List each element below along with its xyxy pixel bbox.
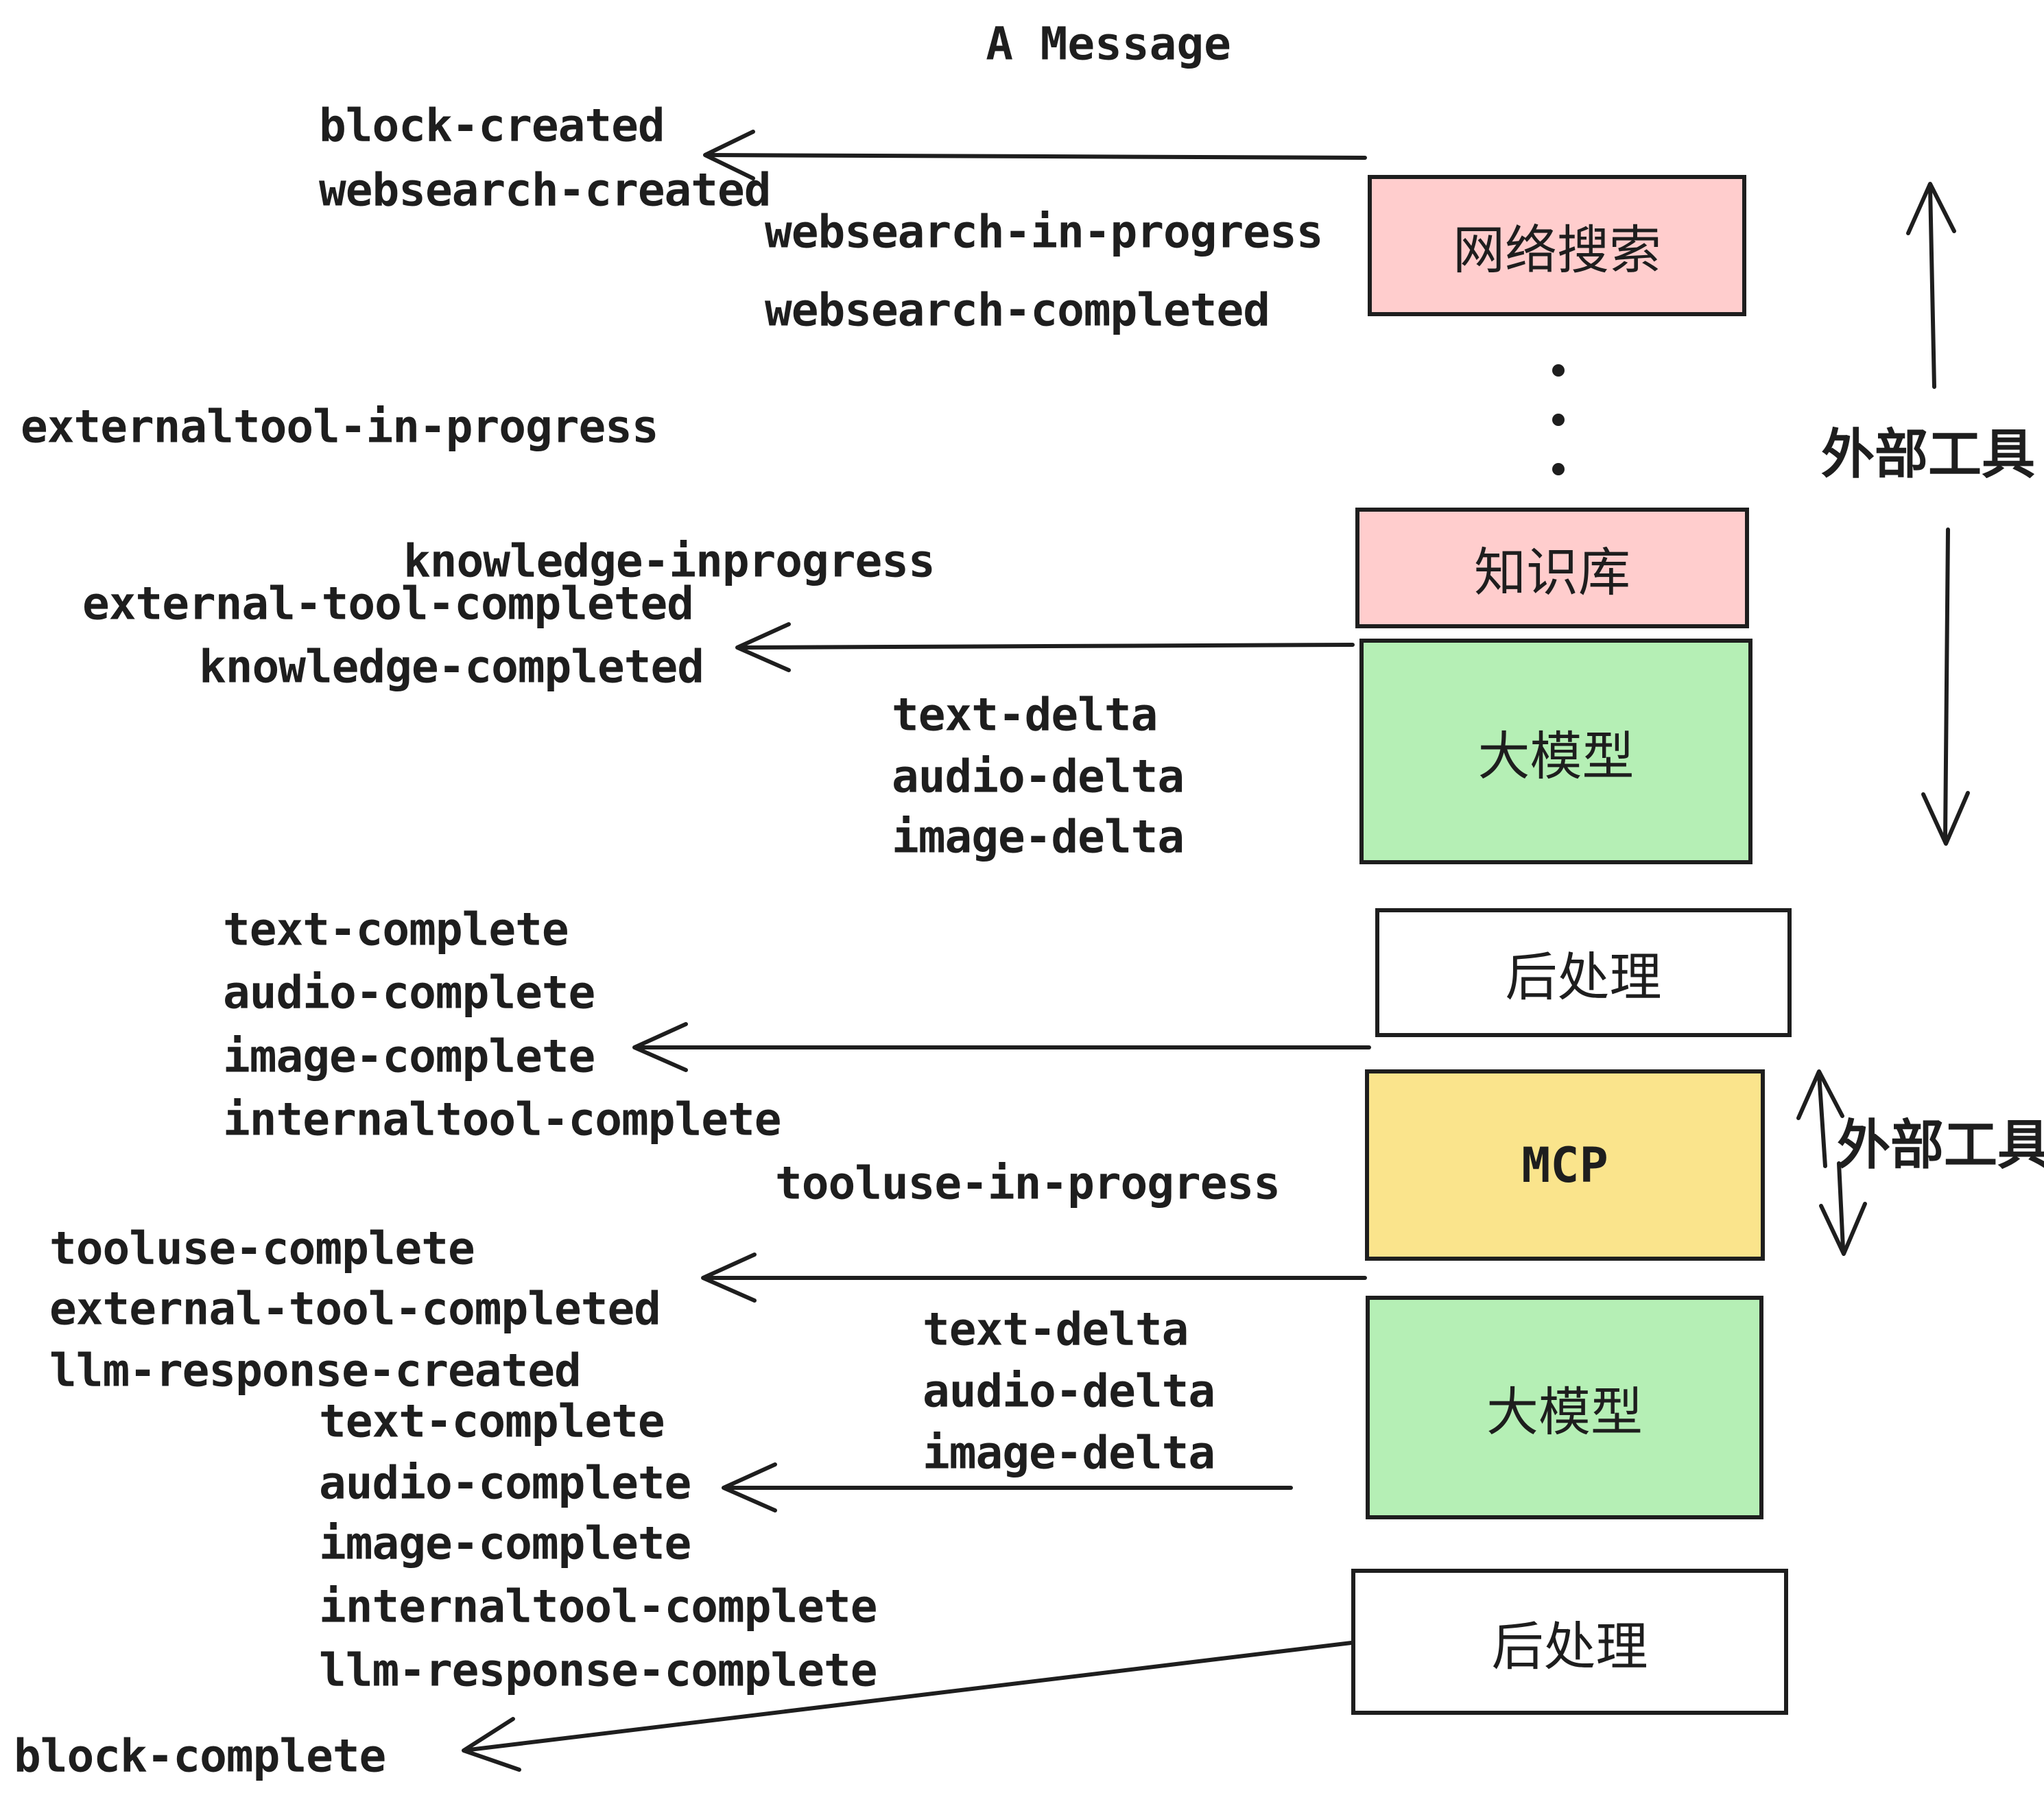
llm-box-label: 大模型 [1477,725,1635,787]
diagram-title: A Message [986,17,1231,71]
event-label-knowledge-inprogress: knowledge-inprogress [403,534,936,588]
event-label-image-complete: image-complete [223,1030,595,1083]
postprocess-box-label: 后处理 [1505,947,1662,1008]
postprocess-box-2-label: 后处理 [1491,1615,1648,1677]
arrow-to-knowledge-completed-icon [735,622,1355,672]
event-label-tooluse-complete: tooluse-complete [49,1222,475,1275]
event-label-llm-response-created: llm-response-created [49,1344,582,1397]
event-label-audio-delta-2: audio-delta [923,1364,1215,1418]
external-tools2-up-arrow-icon [1796,1069,1844,1168]
llm-box-2: 大模型 [1366,1296,1763,1519]
event-label-external-tool-completed: external-tool-completed [82,577,694,630]
external-tools-annotation: 外部工具 [1821,424,2036,486]
event-label-internaltool-complete-2: internaltool-complete [319,1580,877,1633]
event-label-websearch-in-progress: websearch-in-progress [765,205,1323,259]
mcp-box-label: MCP [1521,1137,1608,1194]
event-label-audio-delta: audio-delta [892,750,1185,803]
postprocess-box: 后处理 [1375,908,1792,1037]
event-label-image-delta: image-delta [892,810,1185,864]
event-label-internaltool-complete: internaltool-complete [223,1093,781,1146]
event-label-image-delta-2: image-delta [923,1426,1215,1480]
event-label-externaltool-in-progress: externaltool-in-progress [21,400,659,453]
external-tools-annotation-2: 外部工具 [1837,1115,2044,1176]
arrow-to-block-created-icon [703,130,1367,180]
external-tools2-down-arrow-icon [1819,1161,1867,1256]
ellipsis-dots [1552,364,1565,475]
event-label-audio-complete: audio-complete [223,966,595,1019]
external-tools-up-arrow-icon [1906,182,1956,389]
event-label-text-complete-2: text-complete [319,1394,665,1448]
arrow-to-tooluse-complete-icon [701,1253,1367,1303]
event-label-image-complete-2: image-complete [319,1517,691,1570]
event-label-tooluse-in-progress: tooluse-in-progress [775,1156,1281,1210]
event-label-websearch-completed: websearch-completed [765,283,1270,337]
llm-box-2-label: 大模型 [1486,1381,1643,1443]
arrow-to-audio-complete-icon [722,1462,1293,1512]
arrow-to-image-complete-icon [632,1022,1371,1072]
event-label-llm-response-complete: llm-response-complete [319,1643,877,1697]
event-label-block-complete: block-complete [14,1729,386,1783]
external-tools-down-arrow-icon [1921,527,1970,846]
event-label-text-complete: text-complete [223,903,569,956]
event-label-audio-complete-2: audio-complete [319,1456,691,1510]
event-label-text-delta-2: text-delta [923,1303,1189,1356]
event-label-websearch-created: websearch-created [319,163,772,217]
knowledge-box: 知识库 [1355,508,1749,628]
websearch-box-label: 网络搜索 [1453,219,1661,281]
event-label-external-tool-completed-2: external-tool-completed [49,1282,661,1336]
knowledge-box-label: 知识库 [1474,542,1630,603]
postprocess-box-2: 后处理 [1351,1569,1788,1715]
websearch-box: 网络搜索 [1368,175,1746,316]
event-label-text-delta: text-delta [892,688,1158,741]
arrow-to-block-complete-icon [462,1639,1370,1772]
event-label-knowledge-completed: knowledge-completed [199,640,704,693]
llm-box: 大模型 [1359,639,1752,864]
event-label-block-created: block-created [319,99,665,152]
mcp-box: MCP [1365,1069,1765,1261]
